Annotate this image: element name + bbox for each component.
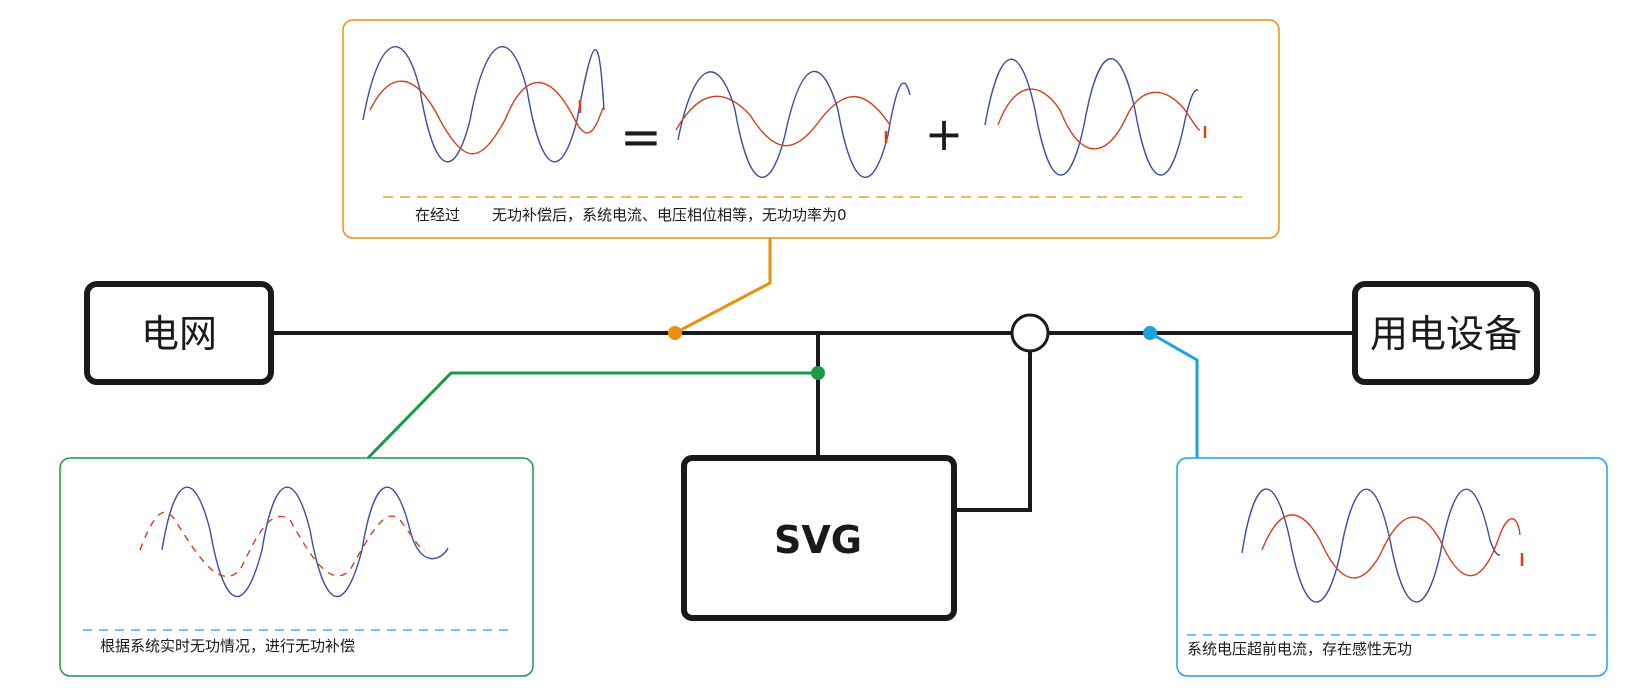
right-caption: 系统电压超前电流，存在感性无功 xyxy=(1187,640,1412,658)
left-connector-line xyxy=(366,371,818,460)
grid-label: 电网 xyxy=(141,312,217,356)
left-connection-dot xyxy=(811,366,825,380)
left-caption: 根据系统实时无功情况，进行无功补偿 xyxy=(100,637,355,655)
top-caption-part2: 无功补偿后，系统电流、电压相位相等，无功功率为0 xyxy=(492,206,847,224)
top-middle-current-wave xyxy=(675,95,891,147)
right-panel: 系统电压超前电流，存在感性无功 xyxy=(1176,457,1608,677)
equals-sign: = xyxy=(620,108,662,166)
left-voltage-wave xyxy=(161,486,449,597)
right-current-wave xyxy=(1261,514,1521,579)
top-total-current-wave xyxy=(369,80,604,155)
top-total-voltage-wave xyxy=(362,46,605,163)
right-connector-line xyxy=(1149,331,1199,458)
top-right-voltage-wave xyxy=(984,58,1199,176)
top-connector-line xyxy=(674,238,772,335)
right-connection-dot xyxy=(1143,326,1157,340)
svg-device-label: SVG xyxy=(774,518,862,562)
grid-node: 电网 xyxy=(84,281,274,385)
load-label: 用电设备 xyxy=(1370,312,1522,356)
current-transformer xyxy=(954,313,1050,512)
top-right-current-wave xyxy=(997,88,1201,150)
left-panel: 根据系统实时无功情况，进行无功补偿 xyxy=(59,457,534,677)
load-node: 用电设备 xyxy=(1352,281,1540,385)
plus-sign: + xyxy=(925,107,964,161)
top-panel: = + 在经过 无功补偿后，系统电流、电压相位相等，无功功率为0 xyxy=(342,19,1280,239)
top-caption-part1: 在经过 xyxy=(415,206,460,224)
right-voltage-wave xyxy=(1241,488,1501,603)
top-connection-dot xyxy=(668,326,682,340)
svg-device-node: SVG xyxy=(681,455,957,621)
top-middle-voltage-wave xyxy=(677,70,911,178)
